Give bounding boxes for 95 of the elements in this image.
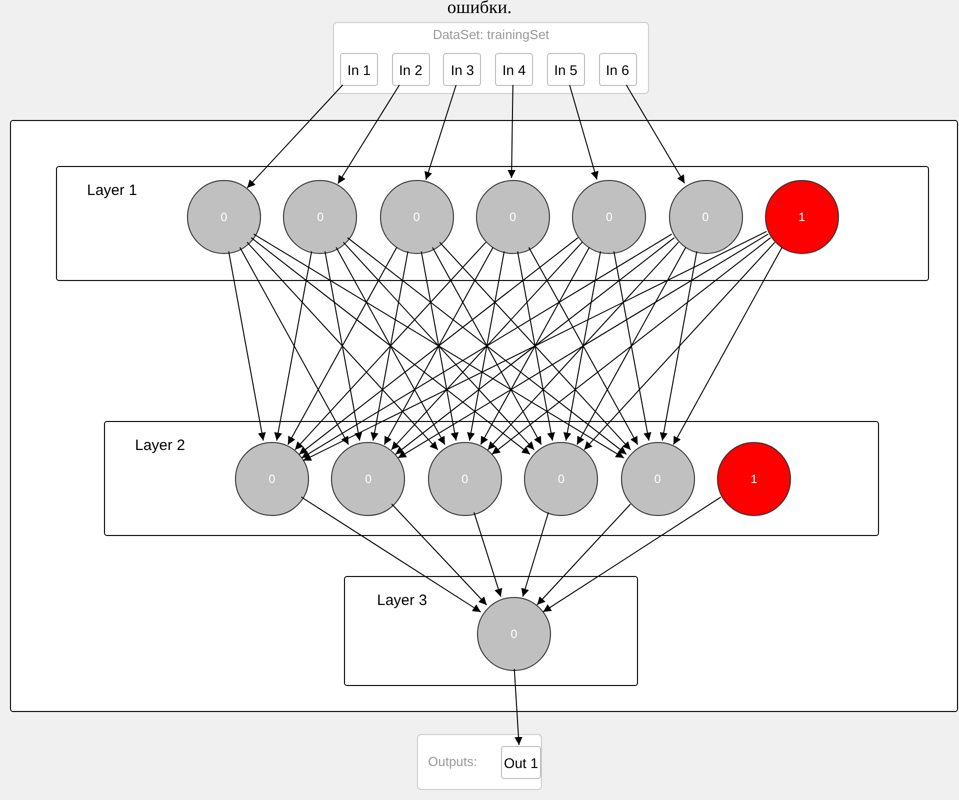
arrow (246, 242, 438, 450)
neuron-value: 0 (460, 472, 470, 486)
arrow (337, 84, 400, 184)
arrow (521, 512, 549, 598)
arrow (347, 237, 627, 455)
arrow (514, 668, 522, 746)
neuron-value: 0 (412, 210, 421, 224)
port-box: In 5 (546, 53, 585, 86)
arrow (336, 246, 446, 446)
arrow (660, 250, 698, 442)
arrow (439, 242, 632, 450)
arrow (398, 234, 769, 458)
arrow (536, 504, 631, 606)
arrow (487, 242, 679, 450)
neuron-circle (524, 442, 598, 516)
neuron-circle (477, 597, 551, 671)
arrow (228, 250, 266, 442)
arrow (246, 84, 344, 188)
arrow (626, 84, 686, 184)
arrow (298, 237, 578, 455)
neuron-circle (572, 180, 646, 254)
neuron-value: 0 (268, 472, 276, 486)
arrow (613, 250, 652, 442)
neuron-value: 0 (604, 210, 614, 224)
port-box: In 6 (598, 53, 636, 86)
arrow (569, 84, 599, 180)
arrow (563, 250, 601, 442)
neuron-circle (476, 180, 550, 254)
note-text: ошибки. (446, 0, 513, 17)
neuron-circle (717, 442, 791, 516)
neuron-value: 0 (653, 472, 662, 486)
layer-box (56, 166, 929, 281)
group-title: Outputs: (428, 754, 478, 769)
port-box: Out 1 (501, 746, 541, 779)
arrow (474, 512, 502, 598)
dataset-panel (333, 22, 649, 94)
arrow (508, 84, 516, 178)
arrow (253, 234, 624, 458)
outputs-panel (417, 734, 542, 790)
neuron-circle (620, 442, 695, 516)
layer-title: Layer 2 (135, 437, 186, 454)
port-box: In 3 (443, 53, 482, 86)
port-box: In 4 (495, 53, 534, 86)
arrow (584, 242, 776, 450)
group-title: DataSet: trainingSet (432, 27, 550, 42)
arrow (384, 246, 494, 446)
arrow (274, 250, 312, 442)
arrow (424, 84, 457, 180)
arrow (250, 237, 530, 455)
neuron-circle (380, 180, 454, 254)
neuron-value: 0 (220, 210, 228, 224)
arrow (542, 496, 722, 612)
arrow (300, 496, 482, 612)
layer-title: Layer 1 (87, 182, 138, 199)
arrow (391, 504, 488, 606)
arrow (492, 237, 772, 455)
arrow (239, 246, 349, 446)
neuron-circle (668, 180, 742, 254)
layer-title: Layer 3 (377, 592, 428, 609)
neuron-value: 0 (701, 210, 710, 224)
arrow (480, 246, 590, 446)
arrow (294, 242, 486, 450)
arrow (324, 250, 362, 442)
arrow (528, 246, 638, 446)
neuron-circle (235, 442, 309, 516)
neuron-circle (283, 180, 358, 254)
arrow (467, 250, 505, 442)
neuron-value: 0 (316, 210, 325, 224)
neuron-circle (331, 442, 406, 516)
arrow (576, 246, 686, 446)
arrow (390, 242, 583, 450)
arrow (432, 246, 542, 446)
layer-box (344, 576, 638, 686)
port-box: In 2 (392, 53, 430, 86)
neuron-circle (428, 442, 502, 516)
arrow (302, 230, 768, 462)
arrow (342, 242, 535, 450)
neuron-value: 0 (556, 472, 566, 486)
neuron-circle (764, 180, 839, 254)
neuron-value: 0 (364, 472, 373, 486)
layer-box (104, 421, 879, 536)
arrow (395, 237, 675, 455)
neuron-value: 1 (750, 472, 758, 486)
arrow (517, 250, 555, 442)
neuron-value: 0 (508, 210, 518, 224)
arrow (672, 246, 782, 446)
neuron-circle (187, 180, 261, 254)
arrow (420, 250, 459, 442)
neuron-value: 0 (510, 627, 518, 641)
port-box: In 1 (340, 53, 378, 86)
network-frame (10, 120, 958, 712)
neuron-value: 1 (797, 210, 806, 224)
arrow (370, 250, 408, 442)
arrow (301, 234, 672, 458)
arrow (287, 246, 398, 446)
